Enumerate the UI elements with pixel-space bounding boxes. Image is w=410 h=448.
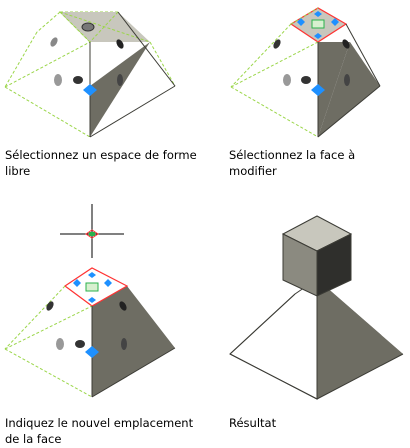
face-grip <box>117 74 123 86</box>
face-grip <box>121 338 127 350</box>
face-grip <box>301 76 311 84</box>
cursor-face-marker <box>85 229 99 239</box>
vertex-grip <box>85 346 99 358</box>
face-grip <box>283 74 291 86</box>
edge-grip <box>50 37 58 47</box>
cube-right-face <box>316 233 352 297</box>
result-figure <box>229 215 404 400</box>
edge-grip <box>331 18 339 26</box>
face-selection-grips <box>73 272 112 303</box>
dashed-edges <box>4 285 93 398</box>
light-side-face <box>229 278 318 400</box>
face-grip <box>75 340 85 348</box>
face-grip <box>73 76 83 84</box>
vertex-grip <box>311 84 325 96</box>
edge-grip <box>297 18 305 26</box>
edge-grip <box>314 11 322 17</box>
dark-side-face <box>318 42 380 137</box>
dark-side-face <box>90 42 150 137</box>
step-panel-result: Résultat <box>205 196 410 448</box>
edge-grip <box>46 301 54 311</box>
step-caption: Sélectionnez un espace de forme libre <box>5 148 197 178</box>
step-caption: Résultat <box>229 416 277 430</box>
selected-face-center-grip <box>85 282 99 292</box>
top-ellipse-grip <box>81 22 95 32</box>
edge-grip <box>73 279 81 287</box>
edge-grip <box>88 297 96 303</box>
face-grip <box>56 338 64 350</box>
cursor-center-grip <box>89 232 95 236</box>
pyramid-figure <box>4 11 176 138</box>
step-panel-select-space: Sélectionnez un espace de forme libre <box>0 0 205 200</box>
edge-grip <box>314 33 322 39</box>
face-selection-grips <box>297 11 339 39</box>
edge-grip <box>104 279 112 287</box>
step-caption: Indiquez le nouvel emplacement de la fac… <box>5 416 194 446</box>
solid-edges <box>229 293 404 400</box>
edge-grip <box>273 39 281 49</box>
edge-grip <box>342 39 350 49</box>
step-panel-select-face: Sélectionnez la face à modifier <box>205 0 410 200</box>
face-grip <box>344 74 350 86</box>
pyramid-figure <box>230 7 381 138</box>
edge-grip <box>116 39 124 49</box>
dark-side-face <box>92 286 175 397</box>
edge-grip <box>119 301 127 311</box>
selected-face-center-grip <box>311 19 325 29</box>
dashed-edges <box>4 11 176 138</box>
step-panel-new-location: Indiquez le nouvel emplacement de la fac… <box>0 196 205 448</box>
step-caption: Sélectionnez la face à modifier <box>229 148 356 178</box>
dark-side-face-right <box>317 279 403 399</box>
crosshair-cursor <box>60 204 124 258</box>
face-grip <box>54 74 62 86</box>
pyramid-figure <box>4 204 176 398</box>
dashed-edges <box>230 7 319 138</box>
vertex-grip <box>83 84 97 96</box>
edge-grip <box>88 272 96 278</box>
